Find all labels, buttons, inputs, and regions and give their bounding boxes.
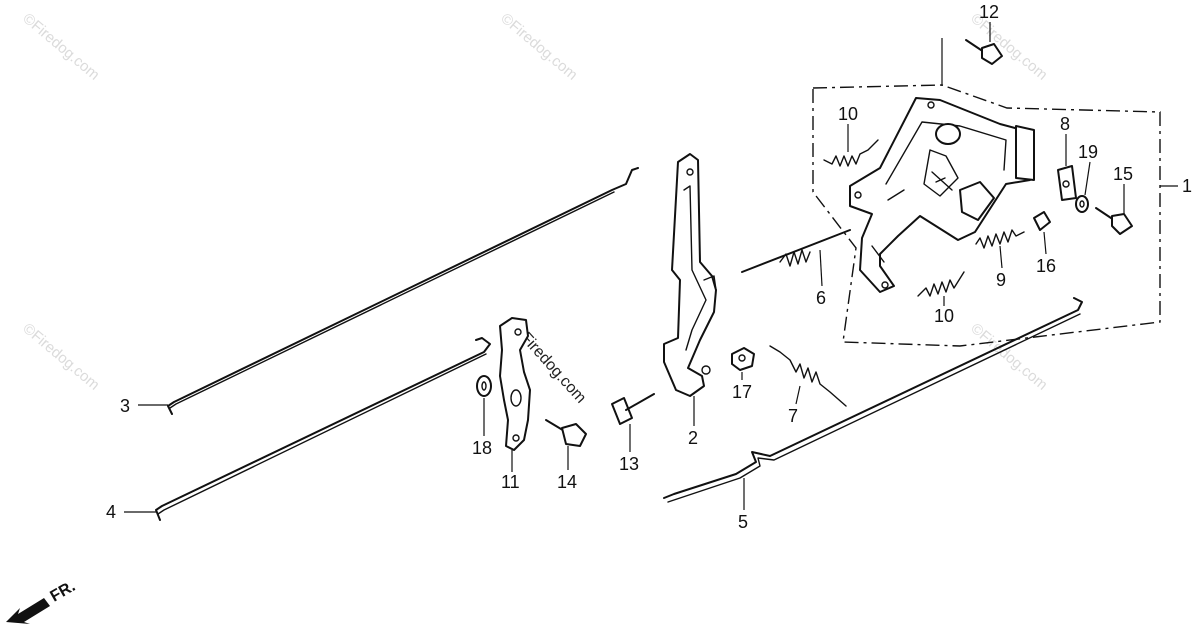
callout-9: 9: [996, 270, 1006, 290]
watermark: ©Firedog.com: [19, 10, 102, 84]
watermark: ©Firedog.com: [19, 320, 102, 394]
callout-18: 18: [472, 438, 492, 458]
callout-7: 7: [788, 406, 798, 426]
nut-16: [1033, 211, 1051, 255]
watermark: ©Firedog.com: [497, 10, 580, 84]
spring-10-upper: [823, 124, 879, 167]
spring-10-lower: [917, 271, 965, 306]
washer-18: [476, 375, 492, 436]
callout-8: 8: [1060, 114, 1070, 134]
callout-11: 11: [501, 472, 520, 492]
spring-7: [769, 345, 847, 407]
bolt-15: [1095, 184, 1133, 235]
callout-19: 19: [1078, 142, 1098, 162]
bolt-13: [611, 393, 655, 452]
callout-16: 16: [1036, 256, 1056, 276]
front-direction-indicator: FR.: [6, 578, 78, 624]
rod-4: [124, 337, 491, 521]
callout-5: 5: [738, 512, 748, 532]
main-bracket: [849, 97, 1035, 293]
callout-13: 13: [619, 454, 639, 474]
assembly-boundary: [812, 84, 1161, 347]
callout-17: 17: [732, 382, 752, 402]
callout-3: 3: [120, 396, 130, 416]
callout-15: 15: [1113, 164, 1133, 184]
rod-3: [138, 167, 639, 415]
callout-10-upper: 10: [838, 104, 858, 124]
callout-6: 6: [816, 288, 826, 308]
washer-19: [1075, 161, 1091, 213]
lever-2: [663, 153, 717, 426]
callout-4: 4: [106, 502, 116, 522]
callout-14: 14: [557, 472, 577, 492]
lever-11: [499, 317, 531, 472]
rod-5: [663, 297, 1083, 510]
spring-6: [741, 229, 851, 287]
front-arrow-icon: [6, 598, 50, 624]
front-label: FR.: [48, 578, 79, 606]
bolt-14: [545, 419, 587, 470]
callout-10-lower: 10: [934, 306, 954, 326]
callout-12: 12: [979, 2, 999, 22]
bolt-12: [941, 22, 1003, 86]
spring-9: [975, 229, 1025, 269]
callout-1: 1: [1182, 176, 1192, 196]
nut-17: [731, 347, 755, 380]
callout-2: 2: [688, 428, 698, 448]
plate-8: [1057, 134, 1077, 201]
callouts: 1 2 3 4 5 6 7 8 9 10 10 11 12 13 14 15 1…: [106, 2, 1192, 532]
